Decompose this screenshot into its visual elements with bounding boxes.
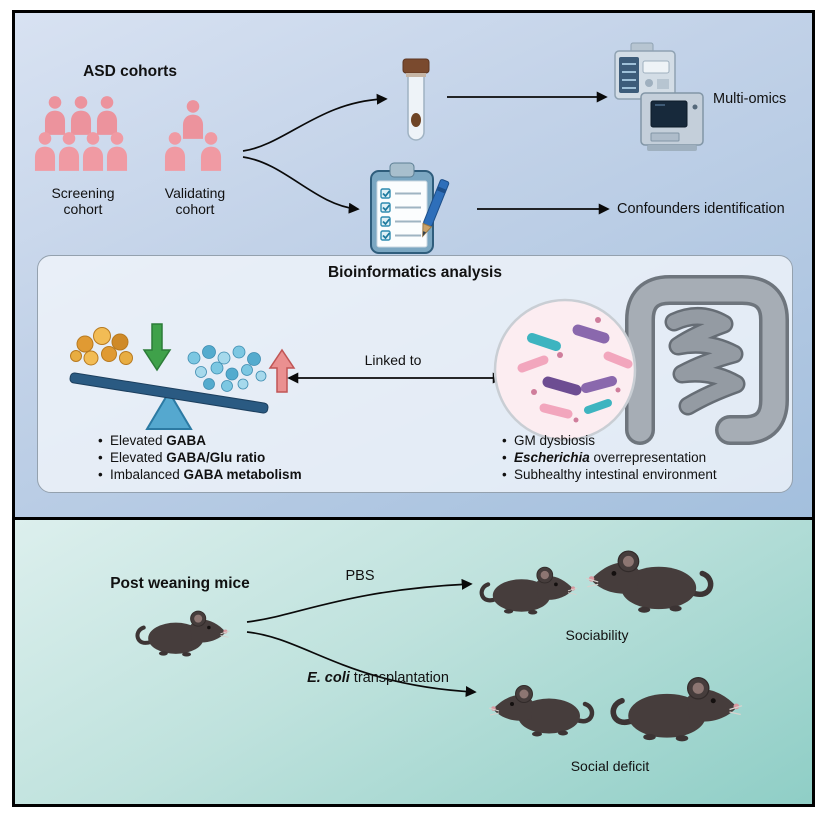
sociability-label: Sociability bbox=[565, 627, 629, 643]
gut-microbiome-icon bbox=[493, 275, 789, 445]
microbiome-findings-list: GM dysbiosis Escherichia overrepresentat… bbox=[500, 432, 790, 483]
list-item: Escherichia overrepresentation bbox=[500, 449, 790, 466]
figure-frame: ASD cohorts Screening cohort Validating … bbox=[12, 10, 815, 807]
increase-arrow-icon bbox=[268, 348, 296, 393]
list-item: GM dysbiosis bbox=[500, 432, 790, 449]
bioinformatics-box: Bioinformatics analysis bbox=[37, 255, 793, 493]
mouse-flow-arrows-icon bbox=[246, 578, 477, 698]
mouse-icon bbox=[607, 668, 747, 746]
human-study-panel: ASD cohorts Screening cohort Validating … bbox=[15, 13, 812, 520]
list-item: Imbalanced GABA metabolism bbox=[96, 466, 426, 483]
multi-omics-instruments-icon bbox=[614, 42, 704, 151]
social-deficit-label: Social deficit bbox=[570, 758, 650, 774]
cohorts-title: ASD cohorts bbox=[83, 63, 177, 80]
confounders-label: Confounders identification bbox=[617, 201, 785, 217]
mouse-study-panel: Post weaning mice PBS E. coli transplant… bbox=[15, 520, 812, 804]
list-item: Subhealthy intestinal environment bbox=[500, 466, 790, 483]
mouse-icon bbox=[133, 604, 233, 660]
glutamate-dots-icon bbox=[70, 327, 133, 366]
mouse-icon bbox=[485, 678, 597, 740]
multi-omics-label: Multi-omics bbox=[713, 91, 787, 107]
stool-sample-tube-icon bbox=[402, 58, 430, 141]
gaba-findings-list: Elevated GABA Elevated GABA/Glu ratio Im… bbox=[96, 432, 426, 483]
bacteria-magnifier-icon bbox=[493, 298, 637, 442]
gaba-dots-icon bbox=[187, 345, 267, 392]
mouse-icon bbox=[581, 542, 717, 617]
list-item: Elevated GABA bbox=[96, 432, 426, 449]
validating-cohort-people-icon bbox=[164, 100, 222, 171]
pen-icon bbox=[422, 179, 450, 238]
gaba-balance-icon bbox=[69, 323, 296, 430]
validating-cohort-label: Validating cohort bbox=[164, 185, 226, 217]
ecoli-transplantation-label: E. coli transplantation bbox=[307, 670, 449, 686]
screening-cohort-label: Screening cohort bbox=[51, 185, 115, 217]
screening-cohort-people-icon bbox=[34, 96, 128, 171]
intestine-icon bbox=[625, 275, 789, 445]
flow-arrows-icon bbox=[242, 91, 610, 215]
linked-to-label: Linked to bbox=[364, 352, 422, 368]
decrease-arrow-icon bbox=[142, 323, 172, 372]
post-weaning-title: Post weaning mice bbox=[110, 575, 250, 592]
linked-to-arrow-icon bbox=[287, 372, 504, 384]
list-item: Elevated GABA/Glu ratio bbox=[96, 449, 426, 466]
bioinformatics-title: Bioinformatics analysis bbox=[327, 264, 502, 281]
mouse-icon bbox=[477, 560, 581, 618]
pbs-label: PBS bbox=[345, 568, 375, 584]
questionnaire-clipboard-icon bbox=[370, 162, 450, 254]
